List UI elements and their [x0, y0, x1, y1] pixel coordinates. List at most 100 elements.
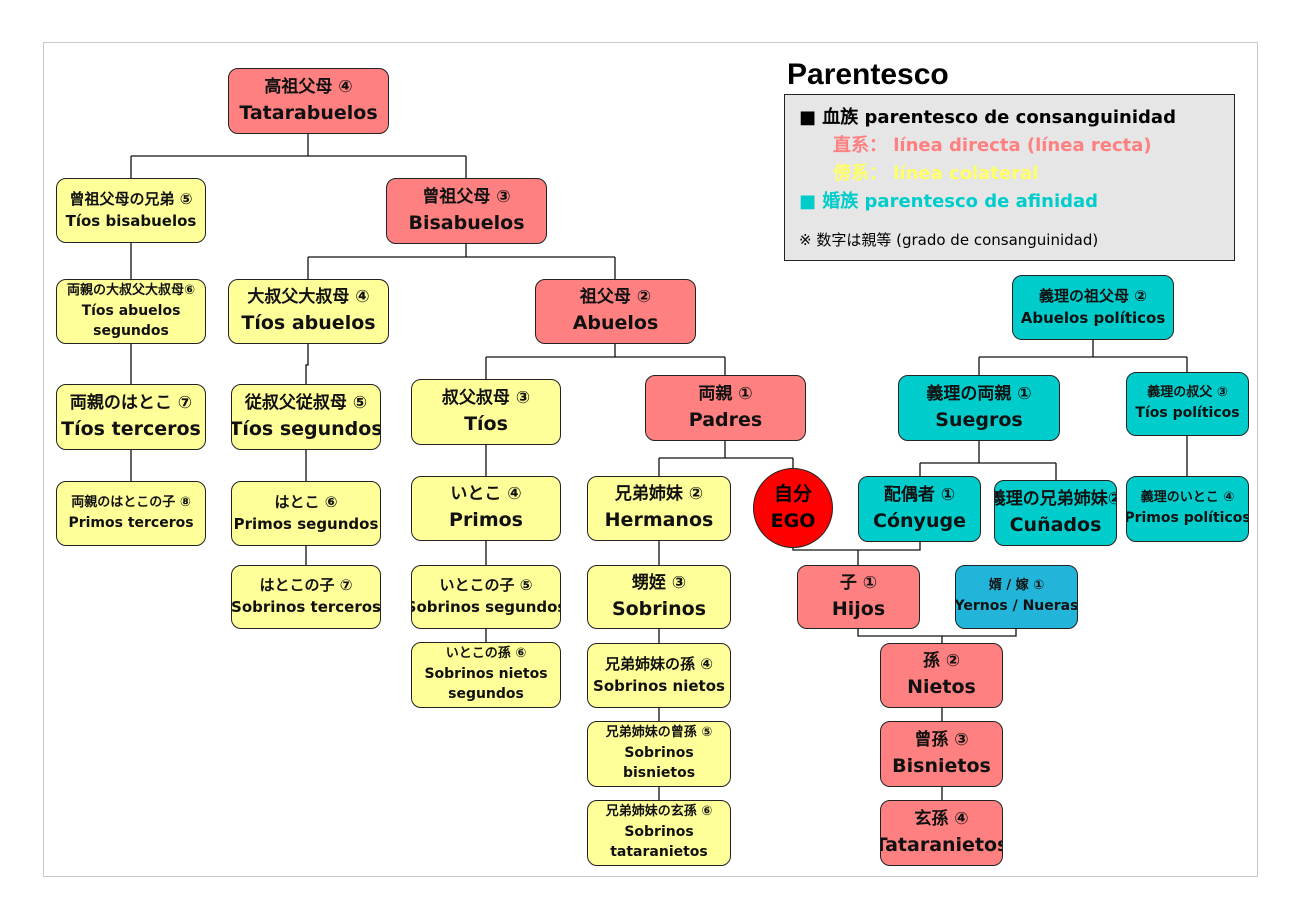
- kin-node-sobrinos: 兄弟姉妹の曾孫 ⑤ Sobrinos bisnietos: [587, 721, 731, 787]
- kin-node-bisnietos: 曾孫 ③ Bisnietos: [880, 721, 1003, 787]
- kin-node-cu-ados: 義理の兄弟姉妹② Cuñados: [994, 480, 1117, 546]
- node-jp-label: 曾祖父母 ③: [422, 186, 511, 207]
- node-es-label: Abuelos políticos: [1020, 308, 1166, 327]
- node-jp-label: 高祖父母 ④: [264, 76, 353, 97]
- legend-box: ■ 血族 parentesco de consanguinidad 直系： lí…: [784, 94, 1235, 261]
- node-jp-label: いとこの孫 ⑥: [445, 646, 527, 662]
- ego-jp: 自分: [773, 483, 812, 506]
- node-jp-label: 叔父叔母 ③: [441, 387, 531, 408]
- node-jp-label: 両親のはとこの子 ⑧: [71, 494, 191, 510]
- node-es-label: Tíos: [464, 412, 508, 435]
- node-jp-label: はとこ ⑥: [274, 492, 338, 511]
- node-es-label: Tataranietos: [880, 833, 1003, 856]
- kin-node-primos-terceros: 両親のはとこの子 ⑧ Primos terceros: [56, 481, 206, 546]
- node-es-label-line2: segundos: [93, 322, 169, 339]
- node-es-label-line2: bisnietos: [622, 765, 696, 782]
- legend-title: Parentesco: [787, 58, 949, 91]
- node-es-label: Hermanos: [604, 509, 714, 532]
- node-es-label: Yernos / Nueras: [955, 598, 1078, 615]
- node-es-label: Sobrinos segundos: [411, 598, 561, 616]
- node-jp-label: 孫 ②: [922, 651, 961, 672]
- node-es-label: Primos segundos: [233, 514, 379, 533]
- ego-es: EGO: [770, 510, 816, 532]
- kin-node-yernos-nueras: 婿 / 嫁 ① Yernos / Nueras: [955, 565, 1078, 629]
- ego-node: 自分 EGO: [753, 468, 833, 548]
- node-es-label: Sobrinos: [624, 824, 694, 841]
- kin-node-hermanos: 兄弟姉妹 ② Hermanos: [587, 476, 731, 541]
- legend-collateral-line: 傍系： línea colateral: [833, 163, 1039, 184]
- node-jp-label: 婿 / 嫁 ①: [988, 578, 1045, 594]
- node-jp-label: 配偶者 ①: [883, 484, 956, 505]
- node-es-label: Abuelos: [572, 312, 659, 335]
- node-es-label: Sobrinos terceros: [231, 598, 381, 616]
- kin-node-abuelos-pol-ticos: 義理の祖父母 ② Abuelos políticos: [1012, 275, 1174, 340]
- node-jp-label: 兄弟姉妹の曾孫 ⑤: [605, 725, 713, 741]
- node-es-label: Bisabuelos: [408, 211, 525, 234]
- node-jp-label: 曾孫 ③: [914, 729, 969, 750]
- kin-node-t-os-pol-ticos: 義理の叔父 ③ Tíos políticos: [1126, 372, 1249, 436]
- node-es-label: Tíos bisabuelos: [65, 211, 197, 230]
- node-es-label: Hijos: [831, 597, 886, 620]
- kin-node-primos-segundos: はとこ ⑥ Primos segundos: [231, 481, 381, 546]
- legend-affinity: ■ 婚族 parentesco de afinidad: [799, 191, 1099, 212]
- node-es-label: Tíos abuelos: [241, 312, 376, 335]
- kin-node-padres: 両親 ① Padres: [645, 375, 806, 441]
- node-es-label: Sobrinos: [624, 745, 694, 762]
- node-jp-label: 義理の兄弟姉妹②: [994, 488, 1117, 509]
- node-jp-label: 兄弟姉妹 ②: [614, 484, 704, 505]
- node-es-label: Sobrinos: [611, 597, 707, 620]
- node-jp-label: 両親のはとこ ⑦: [69, 392, 193, 413]
- node-jp-label: いとこの子 ⑤: [439, 576, 533, 595]
- kin-node-sobrinos-nietos: いとこの孫 ⑥ Sobrinos nietos segundos: [411, 642, 561, 708]
- node-jp-label: 両親の大叔父大叔母⑥: [66, 282, 195, 298]
- node-jp-label: 大叔父大叔母 ④: [247, 287, 370, 308]
- kin-node-t-os-terceros: 両親のはとこ ⑦ Tíos terceros: [56, 384, 206, 450]
- kin-node-sobrinos-segundos: いとこの子 ⑤ Sobrinos segundos: [411, 565, 561, 629]
- kin-node-nietos: 孫 ② Nietos: [880, 643, 1003, 708]
- node-es-label-line2: segundos: [448, 686, 524, 703]
- kin-node-bisabuelos: 曾祖父母 ③ Bisabuelos: [386, 178, 547, 244]
- node-es-label: Primos políticos: [1126, 510, 1249, 527]
- node-es-label: Tíos políticos: [1135, 405, 1240, 422]
- node-jp-label: 両親 ①: [698, 383, 753, 404]
- node-es-label: Sobrinos nietos: [593, 676, 725, 695]
- diagram-frame: [43, 42, 1258, 877]
- node-jp-label: 義理の叔父 ③: [1147, 385, 1228, 401]
- kin-node-tataranietos: 玄孫 ④ Tataranietos: [880, 800, 1003, 866]
- node-es-label: Tíos abuelos: [81, 302, 181, 319]
- node-es-label: Sobrinos nietos: [424, 666, 548, 683]
- node-es-label: Cuñados: [1009, 513, 1102, 536]
- node-es-label: Bisnietos: [892, 754, 991, 777]
- node-jp-label: 兄弟姉妹の玄孫 ⑥: [605, 804, 713, 820]
- legend-blood: ■ 血族 parentesco de consanguinidad: [799, 107, 1176, 128]
- legend-direct-line: 直系： línea directa (línea recta): [833, 135, 1152, 156]
- node-es-label: Nietos: [907, 676, 976, 699]
- node-jp-label: 玄孫 ④: [914, 808, 969, 829]
- node-es-label: Suegros: [935, 408, 1023, 431]
- node-jp-label: 従叔父従叔母 ⑤: [244, 392, 368, 413]
- kin-node-tatarabuelos: 高祖父母 ④ Tatarabuelos: [228, 68, 389, 134]
- kin-node-abuelos: 祖父母 ② Abuelos: [535, 279, 696, 344]
- node-jp-label: 曾祖父母の兄弟 ⑤: [69, 189, 193, 208]
- node-es-label: Primos terceros: [68, 514, 194, 531]
- node-es-label: Padres: [688, 408, 763, 431]
- node-jp-label: 祖父母 ②: [579, 287, 652, 308]
- node-jp-label: 義理の祖父母 ②: [1039, 286, 1147, 305]
- kin-node-t-os-abuelos: 大叔父大叔母 ④ Tíos abuelos: [228, 279, 389, 344]
- node-es-label: Tatarabuelos: [239, 101, 378, 124]
- node-es-label: Primos: [449, 509, 523, 532]
- node-jp-label: 甥姪 ③: [631, 572, 687, 593]
- kin-node-t-os: 叔父叔母 ③ Tíos: [411, 379, 561, 445]
- kin-node-t-os-bisabuelos: 曾祖父母の兄弟 ⑤ Tíos bisabuelos: [56, 178, 206, 243]
- kin-node-sobrinos: 甥姪 ③ Sobrinos: [587, 565, 731, 629]
- node-es-label: Tíos terceros: [61, 417, 201, 440]
